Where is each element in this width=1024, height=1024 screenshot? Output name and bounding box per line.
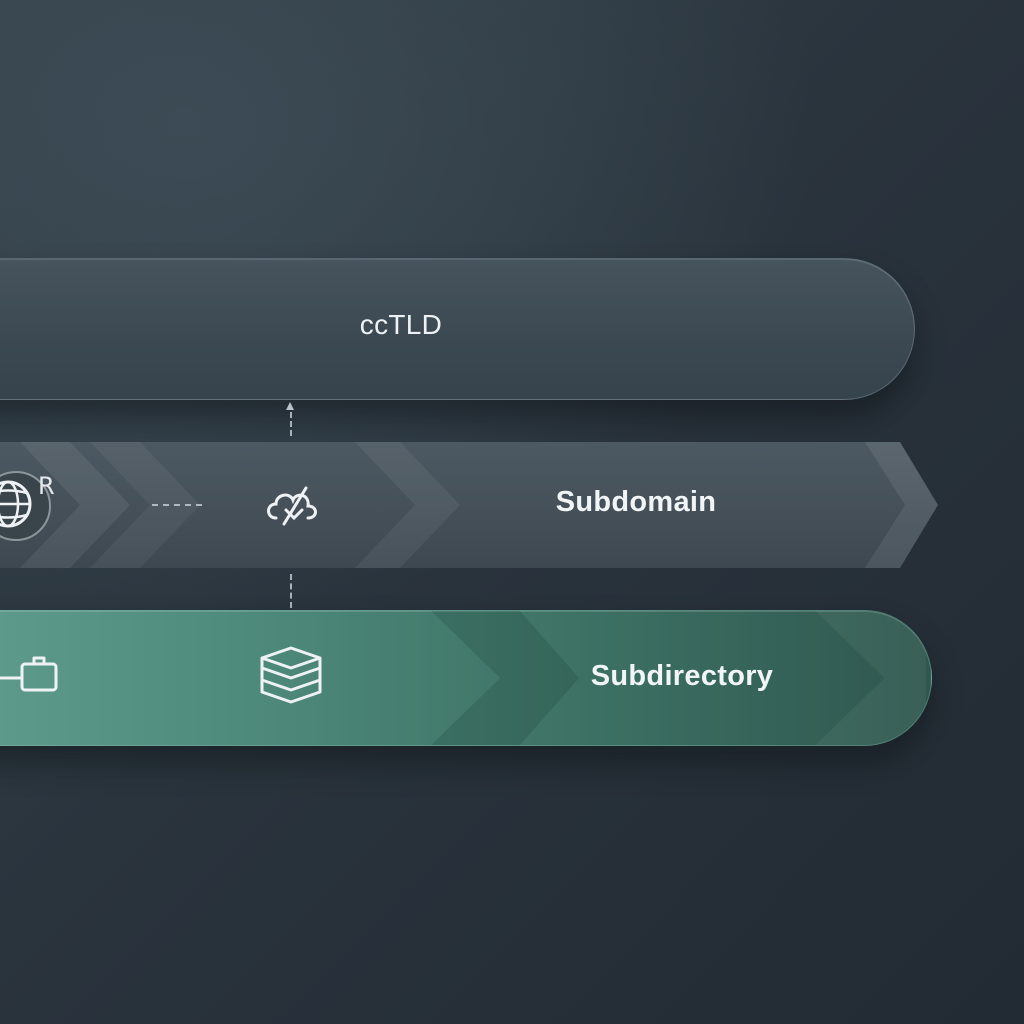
globe-badge-text: R [38,472,55,500]
connector-cctld-subdomain [290,412,294,436]
cloud-unlink-icon [267,486,317,526]
tier-subdirectory-label: Subdirectory [590,660,774,692]
connector-subdomain-subdirectory [290,574,294,608]
plug-connector-icon [0,656,58,692]
tier-cctld: ccTLD [0,258,915,400]
tier-subdomain: Subdomain [0,442,938,568]
subdomain-chevrons [20,442,938,568]
subdirectory-chevrons [431,611,926,745]
stack-layers-icon [260,646,322,704]
tier-subdomain-label: Subdomain [555,486,717,518]
tier-cctld-label: ccTLD [359,309,443,340]
tier-subdirectory: Subdirectory [0,610,932,746]
globe-icon [0,471,51,541]
connector-arrow-up [286,402,294,410]
